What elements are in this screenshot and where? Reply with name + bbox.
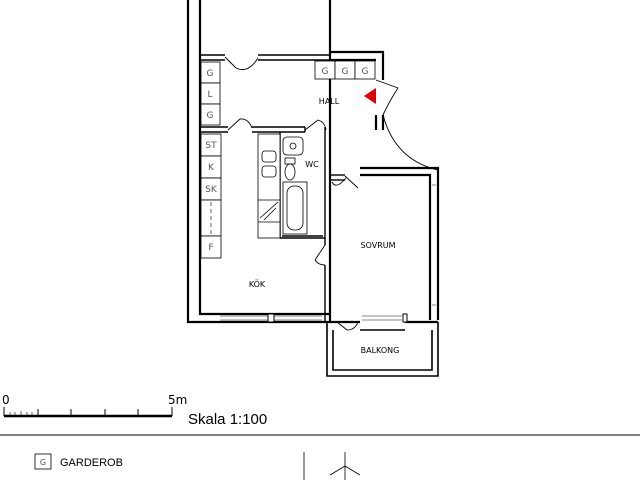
laundry-area <box>257 133 281 239</box>
hall-cabinet-label: G <box>362 67 369 77</box>
legend-text: GARDEROB <box>60 457 123 469</box>
washing-machine-icon <box>261 150 277 178</box>
hall-cabinet-label: G <box>322 67 329 77</box>
legend-swatch <box>34 453 52 470</box>
north-arrow-icon <box>303 452 361 480</box>
room-label-balkong: BALKONG <box>361 346 400 355</box>
windows <box>220 184 436 321</box>
hall-cabinets <box>314 60 376 80</box>
legend-code: G <box>40 458 46 467</box>
kitchen-unit-label: ST <box>205 141 217 151</box>
room-label-hall: HALL <box>319 97 340 106</box>
side-cabinet-label: L <box>207 90 212 100</box>
kitchen-unit-label: SK <box>205 185 218 195</box>
scale-start-label: 0 <box>2 393 10 407</box>
room-label-sovrum: SOVRUM <box>360 241 395 250</box>
entrance-marker-icon <box>364 88 376 104</box>
scale-ratio-label: Skala 1:100 <box>188 411 267 428</box>
kitchen-unit-label: K <box>208 163 215 173</box>
bathtub-icon <box>282 181 308 235</box>
side-cabinets <box>200 61 221 126</box>
room-label-wc: WC <box>305 160 319 169</box>
hall-cabinet-label: G <box>342 67 349 77</box>
doors <box>224 56 439 331</box>
scale-bar <box>3 407 173 418</box>
interior-walls <box>200 54 345 322</box>
side-cabinet-label: G <box>207 111 214 121</box>
scale-end-label: 5m <box>168 393 187 407</box>
window-mullions <box>267 313 408 323</box>
room-label-kok: KÖK <box>249 279 266 289</box>
sink-icon <box>282 136 304 156</box>
kitchen-unit-label: F <box>208 243 213 253</box>
kitchen-units <box>200 133 222 259</box>
balcony <box>326 322 439 377</box>
toilet-icon <box>284 157 296 181</box>
side-cabinet-label: G <box>207 69 214 79</box>
